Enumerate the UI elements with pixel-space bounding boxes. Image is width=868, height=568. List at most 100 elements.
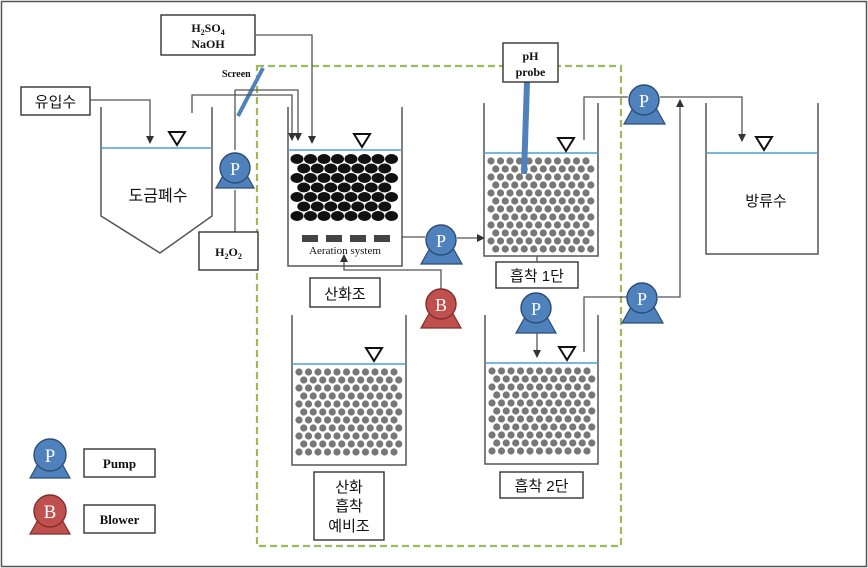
media-bead	[588, 439, 596, 447]
media-bead	[361, 432, 370, 440]
media-bead	[507, 399, 515, 407]
media-bead	[526, 431, 534, 439]
media-bead	[525, 173, 533, 181]
media-bead	[361, 400, 370, 408]
media-bead	[582, 189, 590, 197]
media-bead	[502, 375, 510, 383]
media-bead	[558, 245, 566, 253]
media-bead	[531, 439, 539, 447]
pump-oxidation-transfer[interactable]: P	[419, 224, 464, 265]
media-bead	[569, 407, 577, 415]
media-bead	[492, 197, 500, 205]
media-bead	[364, 163, 378, 174]
media-bead	[328, 408, 336, 416]
media-bead	[506, 173, 514, 181]
media-bead	[371, 448, 379, 456]
media-bead	[525, 205, 533, 213]
media-bead	[515, 157, 524, 165]
media-bead	[338, 376, 346, 384]
media-bead	[582, 237, 590, 245]
media-bead	[564, 431, 572, 439]
media-bead	[502, 439, 510, 447]
adsorption-stage1-tank	[483, 103, 599, 257]
effluent-label: 방류수	[745, 193, 786, 210]
pump-effluent-upper[interactable]: P	[622, 84, 667, 125]
media-bead	[501, 181, 509, 189]
media-bead	[300, 424, 308, 432]
media-bead	[337, 163, 351, 174]
media-bead	[568, 213, 576, 221]
media-bead	[487, 173, 495, 181]
adsorption-stage1-label-box	[495, 261, 579, 289]
media-bead	[588, 423, 596, 431]
media-bead	[497, 447, 506, 455]
media-bead	[488, 367, 496, 375]
screen-label: Screen	[222, 69, 251, 80]
media-bead	[587, 165, 595, 173]
media-bead	[582, 205, 590, 213]
media-bead	[323, 432, 332, 440]
media-bead	[507, 447, 515, 455]
media-bead	[309, 376, 317, 384]
media-bead	[295, 448, 303, 456]
h2o2-label: H2O2	[215, 245, 242, 261]
media-bead	[545, 367, 553, 375]
media-bead	[569, 423, 577, 431]
media-bead	[558, 213, 566, 221]
media-bead	[530, 165, 538, 173]
media-bead	[380, 368, 389, 376]
pump-stage-transfer[interactable]: P	[514, 292, 558, 334]
media-bead	[512, 391, 520, 399]
media-bead	[371, 154, 385, 164]
pump-effluent-lower[interactable]: P	[620, 282, 665, 324]
media-bead	[300, 440, 308, 448]
diffuser-plate	[302, 235, 318, 242]
media-bead	[515, 221, 524, 229]
pump-symbol: P	[639, 91, 649, 111]
pump-symbol: P	[230, 159, 240, 179]
pump-wastewater[interactable]: P	[214, 152, 256, 189]
media-bead	[295, 384, 303, 392]
media-bead	[511, 245, 519, 253]
media-bead	[352, 448, 360, 456]
media-bead	[516, 383, 525, 391]
media-bead	[553, 189, 562, 197]
media-bead	[344, 211, 358, 221]
media-bead	[583, 415, 591, 423]
media-bead	[342, 368, 351, 376]
media-bead	[390, 400, 398, 408]
media-bead	[520, 181, 528, 189]
blower[interactable]: B	[419, 288, 463, 329]
media-bead	[357, 392, 365, 400]
media-bead	[506, 205, 514, 213]
media-bead	[496, 237, 505, 245]
pre-tank-level-icon	[364, 347, 384, 363]
media-bead	[564, 367, 572, 375]
media-bead	[366, 376, 374, 384]
oxidation-media-beads	[290, 154, 398, 221]
media-bead	[395, 424, 403, 432]
media-bead	[569, 375, 577, 383]
media-bead	[380, 448, 389, 456]
legend-pump-label-box	[83, 448, 156, 478]
media-bead	[535, 399, 544, 407]
media-bead	[512, 407, 520, 415]
pump-symbol: P	[531, 299, 541, 319]
media-bead	[588, 375, 596, 383]
media-bead	[378, 201, 392, 212]
media-bead	[540, 423, 548, 431]
media-bead	[487, 237, 495, 245]
media-bead	[344, 154, 358, 164]
media-bead	[323, 400, 332, 408]
media-bead	[521, 375, 529, 383]
media-bead	[337, 201, 351, 212]
media-bead	[502, 391, 510, 399]
media-bead	[520, 197, 528, 205]
media-bead	[361, 416, 370, 424]
media-bead	[535, 415, 544, 423]
media-bead	[338, 392, 346, 400]
ph-probe-rod	[521, 81, 530, 175]
media-bead	[549, 245, 557, 253]
blower-body	[425, 288, 457, 320]
legend-pump-symbol: P	[45, 446, 56, 467]
